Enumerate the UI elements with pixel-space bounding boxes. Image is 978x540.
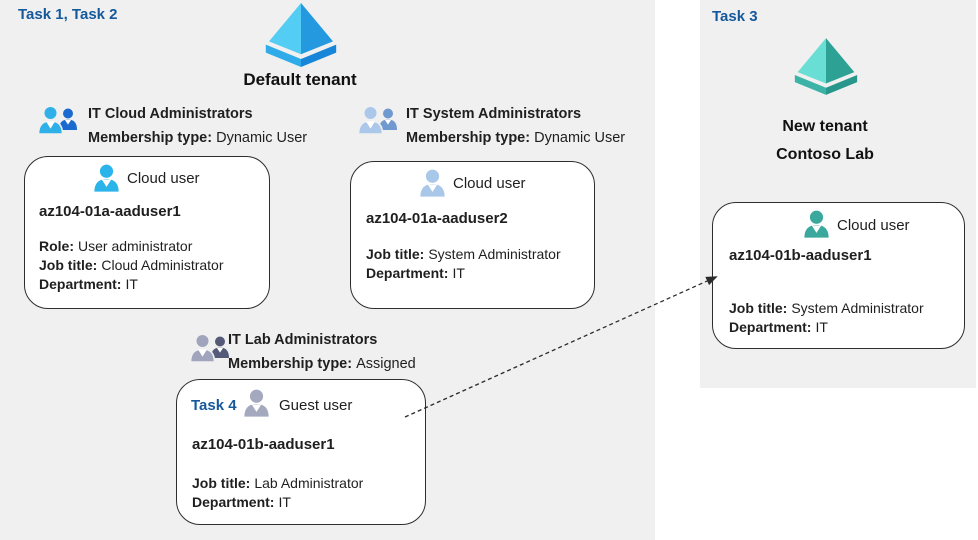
default-tenant-title: Default tenant xyxy=(243,70,357,89)
username: az104-01a-aaduser2 xyxy=(366,210,508,227)
field-role: Role:User administrator xyxy=(39,238,193,254)
user-type-label: Cloud user xyxy=(453,175,526,192)
task-1-2-label: Task 1, Task 2 xyxy=(18,6,118,23)
guest-user-icon xyxy=(241,388,272,419)
username: az104-01b-aaduser1 xyxy=(192,436,335,453)
membership-type-label: Membership type: xyxy=(88,130,213,146)
user-fields: Job title:Lab Administrator Department:I… xyxy=(192,474,363,512)
azure-ad-tenant-icon xyxy=(262,3,340,67)
field-department: Department:IT xyxy=(192,494,291,510)
task-3-label: Task 3 xyxy=(712,8,758,25)
cloud-user-icon xyxy=(801,209,832,240)
user-type-label: Cloud user xyxy=(127,170,200,187)
user-type-label: Guest user xyxy=(279,397,353,414)
cloud-user-icon xyxy=(417,168,448,199)
field-department: Department:IT xyxy=(729,319,828,335)
group-membership-cloud-admins: Membership type:Dynamic User xyxy=(88,130,307,146)
new-tenant-title-line1: New tenant xyxy=(782,118,868,135)
membership-type-label: Membership type: xyxy=(406,130,531,146)
field-department: Department:IT xyxy=(39,276,138,292)
user-type-label: Cloud user xyxy=(837,217,910,234)
field-job-title: Job title:Lab Administrator xyxy=(192,475,364,491)
group-name-system-admins: IT System Administrators xyxy=(406,106,582,122)
membership-type-value: Dynamic User xyxy=(534,130,626,146)
group-icon xyxy=(188,333,234,367)
group-icon xyxy=(356,105,402,139)
user-fields: Role:User administrator Job title:Cloud … xyxy=(39,237,224,294)
user-fields: Job title:System Administrator Departmen… xyxy=(729,299,924,337)
username: az104-01b-aaduser1 xyxy=(729,247,872,264)
field-job-title: Job title:System Administrator xyxy=(366,246,561,262)
default-tenant-panel: Task 1, Task 2 Default tenant IT Cloud A… xyxy=(0,0,655,540)
cloud-user-icon xyxy=(91,163,122,194)
guest-user-card: Task 4 Guest user az104-01b-aaduser1 Job… xyxy=(176,379,426,525)
group-name-lab-admins: IT Lab Administrators xyxy=(228,332,378,348)
azure-ad-new-tenant-icon xyxy=(792,38,860,95)
field-job-title: Job title:System Administrator xyxy=(729,300,924,316)
task-4-label: Task 4 xyxy=(191,397,237,414)
group-membership-system-admins: Membership type:Dynamic User xyxy=(406,130,625,146)
user-card-aaduser1: Cloud user az104-01a-aaduser1 Role:User … xyxy=(24,156,270,309)
user-fields: Job title:System Administrator Departmen… xyxy=(366,245,561,283)
group-membership-lab-admins: Membership type:Assigned xyxy=(228,356,416,372)
group-icon xyxy=(36,105,82,139)
field-job-title: Job title:Cloud Administrator xyxy=(39,257,224,273)
user-card-new-tenant: Cloud user az104-01b-aaduser1 Job title:… xyxy=(712,202,965,349)
membership-type-value: Assigned xyxy=(356,356,416,372)
membership-type-value: Dynamic User xyxy=(216,130,308,146)
username: az104-01a-aaduser1 xyxy=(39,203,181,220)
membership-type-label: Membership type: xyxy=(228,356,353,372)
new-tenant-title-line2: Contoso Lab xyxy=(776,146,874,163)
user-card-aaduser2: Cloud user az104-01a-aaduser2 Job title:… xyxy=(350,161,595,309)
new-tenant-panel: Task 3 New tenant Contoso Lab Cloud user… xyxy=(700,0,976,388)
group-name-cloud-admins: IT Cloud Administrators xyxy=(88,106,253,122)
field-department: Department:IT xyxy=(366,265,465,281)
